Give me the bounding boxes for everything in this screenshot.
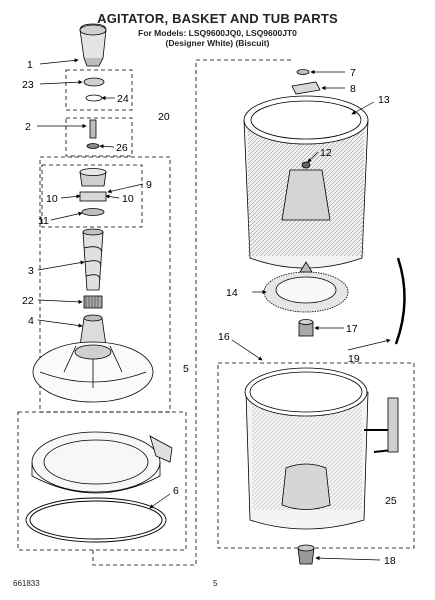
callout-3: 3 [28, 265, 34, 277]
document-code: 661833 [13, 579, 40, 588]
part-18 [297, 544, 315, 565]
part-19-hose [394, 257, 406, 345]
callout-8: 8 [350, 83, 356, 95]
part-tub-seal [25, 497, 167, 543]
callout-11: 11 [38, 215, 49, 227]
callout-4: 4 [28, 315, 34, 327]
part-agitator-base [32, 314, 154, 403]
callout-17: 17 [346, 323, 358, 335]
callout-2: 2 [25, 121, 31, 133]
part-spline [83, 295, 103, 309]
callout-23: 23 [22, 79, 34, 91]
callout-10b: 10 [122, 193, 134, 205]
leader-lines [37, 58, 391, 561]
part-auger [82, 228, 104, 291]
callout-6: 6 [173, 485, 179, 497]
part-balance-ring [31, 431, 173, 494]
part-drive-gear [263, 261, 349, 313]
callout-12: 12 [320, 147, 332, 159]
part-basket [243, 95, 369, 269]
callout-5: 5 [183, 363, 189, 375]
part-23-24 [83, 77, 105, 102]
page-title: AGITATOR, BASKET AND TUB PARTS [97, 11, 338, 26]
part-25 [387, 397, 399, 453]
box-part-9 [41, 164, 143, 228]
callout-labels: 1 23 24 2 26 20 9 10 10 11 3 22 4 5 6 7 … [22, 59, 397, 567]
part-7-8 [291, 69, 321, 95]
callout-22: 22 [22, 295, 34, 307]
box-part-16 [217, 362, 415, 549]
callout-7: 7 [350, 67, 356, 79]
callout-14: 14 [226, 287, 238, 299]
callout-19: 19 [348, 353, 360, 365]
page-number: 5 [213, 579, 218, 588]
callout-26: 26 [116, 142, 128, 154]
box-part-2 [65, 117, 133, 157]
callout-18: 18 [384, 555, 396, 567]
part-cam-assembly [79, 168, 107, 216]
part-2-26 [86, 119, 100, 149]
model-numbers: For Models: LSQ9600JQ0, LSQ9600JT0 [138, 28, 297, 38]
callout-25: 25 [385, 495, 397, 507]
box-part-23 [65, 69, 133, 111]
callout-10a: 10 [46, 193, 58, 205]
callout-13: 13 [378, 94, 390, 106]
callout-9: 9 [146, 179, 152, 191]
part-17 [298, 319, 314, 337]
callout-20: 20 [158, 111, 170, 123]
part-agitator-cap [79, 23, 107, 67]
color-variants: (Designer White) (Biscuit) [165, 38, 270, 48]
callout-24: 24 [117, 93, 129, 105]
box-part-5 [17, 411, 187, 551]
callout-16: 16 [218, 331, 230, 343]
part-outer-tub [244, 367, 393, 530]
callout-1: 1 [27, 59, 33, 71]
